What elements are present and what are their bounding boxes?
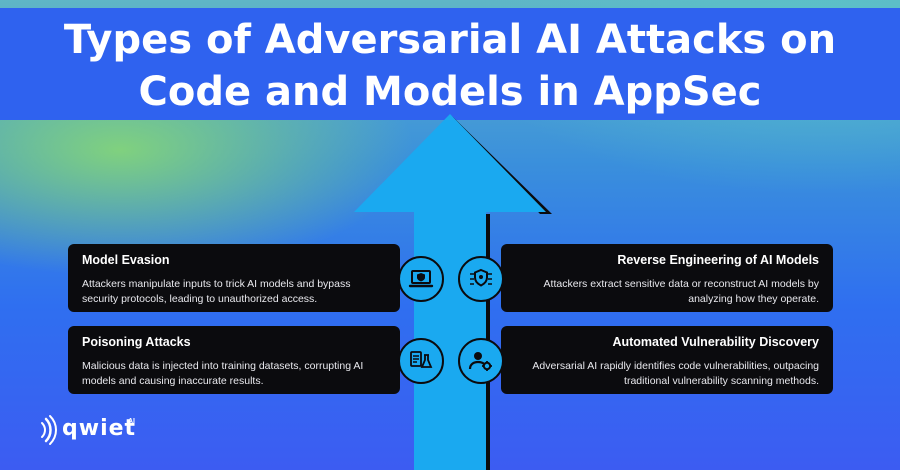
qwiet-logo-icon [41, 415, 57, 445]
logo-superscript: AI [128, 418, 135, 425]
user-gear-icon [458, 338, 504, 384]
card-automated-vulnerability-discovery: Automated Vulnerability Discovery Advers… [501, 326, 833, 394]
card-text: Malicious data is injected into training… [82, 360, 364, 387]
card-title: Model Evasion [82, 253, 170, 267]
card-model-evasion: Model Evasion Attackers manipulate input… [68, 244, 400, 312]
card-title: Automated Vulnerability Discovery [612, 335, 819, 349]
title-line-1: Types of Adversarial AI Attacks on [63, 17, 837, 63]
card-text: Attackers manipulate inputs to trick AI … [82, 278, 351, 305]
page-title: Types of Adversarial AI Attacks on Code … [0, 14, 900, 118]
card-text: Attackers extract sensitive data or reco… [543, 278, 819, 305]
card-poisoning-attacks: Poisoning Attacks Malicious data is inje… [68, 326, 400, 394]
card-reverse-engineering: Reverse Engineering of AI Models Attacke… [501, 244, 833, 312]
title-band [0, 8, 900, 120]
arrow-body [354, 114, 546, 470]
card-text: Adversarial AI rapidly identifies code v… [532, 360, 819, 387]
title-line-2: Code and Models in AppSec [138, 69, 762, 115]
circuit-shield-icon [458, 256, 504, 302]
data-flask-icon [398, 338, 444, 384]
card-title: Reverse Engineering of AI Models [617, 253, 819, 267]
logo-text: qwiet [62, 416, 137, 441]
card-title: Poisoning Attacks [82, 335, 191, 349]
laptop-shield-icon [398, 256, 444, 302]
